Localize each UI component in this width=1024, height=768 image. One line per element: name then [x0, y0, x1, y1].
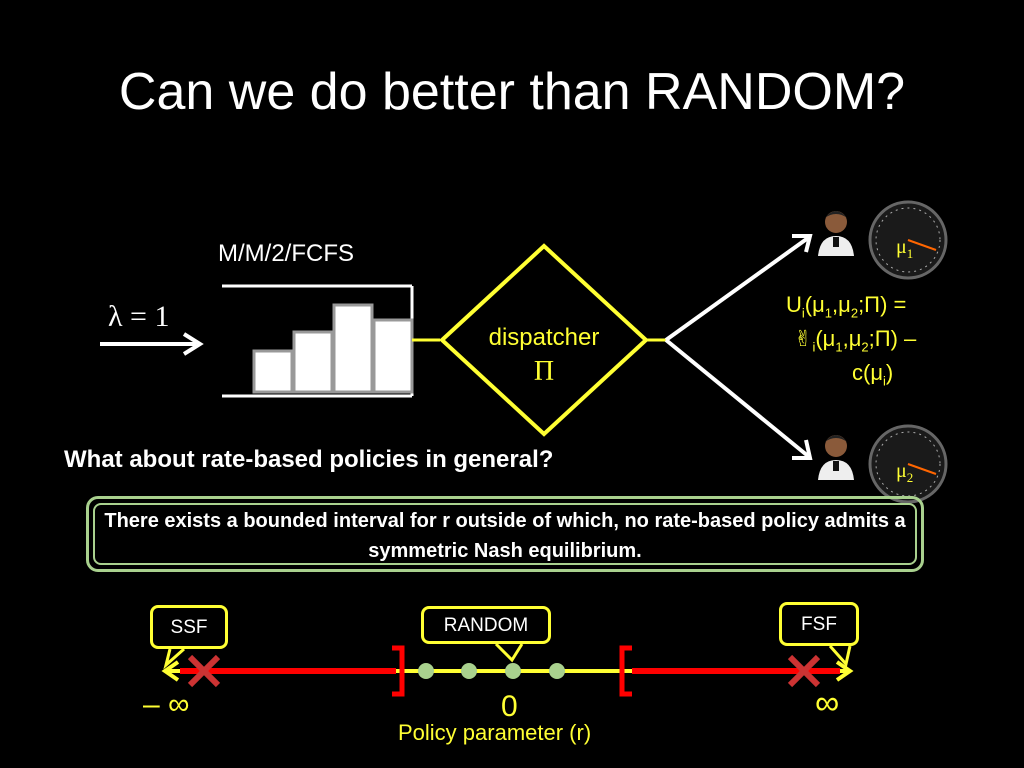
server-1-rate: μ1	[896, 236, 914, 261]
job-bar	[252, 349, 294, 394]
positive-infinity-label: ∞	[815, 684, 840, 722]
job-bar	[292, 330, 334, 394]
theorem-text: There exists a bounded interval for r ou…	[104, 510, 906, 562]
equilibrium-point	[461, 663, 477, 679]
theorem-box-outer	[86, 496, 924, 572]
equilibrium-point	[505, 663, 521, 679]
axis-right-arrowhead	[835, 660, 854, 682]
question-text: What about rate-based policies in genera…	[64, 446, 554, 473]
fsf-callout-tail	[828, 645, 852, 668]
speedometer-icon	[868, 200, 948, 280]
dispatcher-diamond	[439, 243, 649, 437]
dispatcher-policy-symbol: Π	[533, 356, 555, 387]
dispatcher-label: dispatcher	[488, 324, 600, 351]
job-bar	[372, 318, 414, 394]
zero-label: 0	[501, 690, 518, 723]
interval-bracket-left	[619, 645, 632, 697]
utility-formula-line-3: c(μi)	[852, 360, 894, 389]
person-icon	[818, 211, 854, 256]
queue-model-label: M/M/2/FCFS	[218, 240, 354, 267]
equilibrium-point	[418, 663, 434, 679]
random-callout-tail	[494, 642, 524, 663]
arrival-arrow	[100, 332, 204, 356]
utility-formula-line-1: Ui(μ1,μ2;Π) =	[786, 292, 907, 321]
equilibrium-point	[549, 663, 565, 679]
job-bar	[332, 303, 374, 394]
ssf-callout: SSF	[150, 605, 228, 649]
slide-title: Can we do better than RANDOM?	[118, 63, 906, 121]
branch-arrow-down	[664, 338, 813, 460]
person-icon	[818, 435, 854, 480]
arrival-rate-label: λ = 1	[108, 300, 170, 333]
job-bars	[252, 303, 414, 394]
axis-left-arrowhead	[161, 660, 180, 682]
negative-infinity-label: – ∞	[143, 688, 190, 721]
ssf-callout-tail	[163, 647, 185, 670]
speedometer-icon	[868, 424, 948, 504]
cross-icon	[187, 654, 221, 688]
cross-icon	[787, 654, 821, 688]
policy-axis	[161, 642, 854, 697]
theorem-box-inner	[93, 503, 917, 565]
policy-parameter-label: Policy parameter (r)	[398, 720, 592, 745]
utility-formula-line-2: ✌i(μ1,μ2;Π) –	[794, 326, 917, 355]
fsf-callout: FSF	[779, 602, 859, 646]
interval-bracket-right	[392, 645, 405, 697]
random-callout: RANDOM	[421, 606, 551, 644]
branch-arrow-up	[664, 234, 813, 342]
server-2-rate: μ2	[896, 460, 914, 485]
